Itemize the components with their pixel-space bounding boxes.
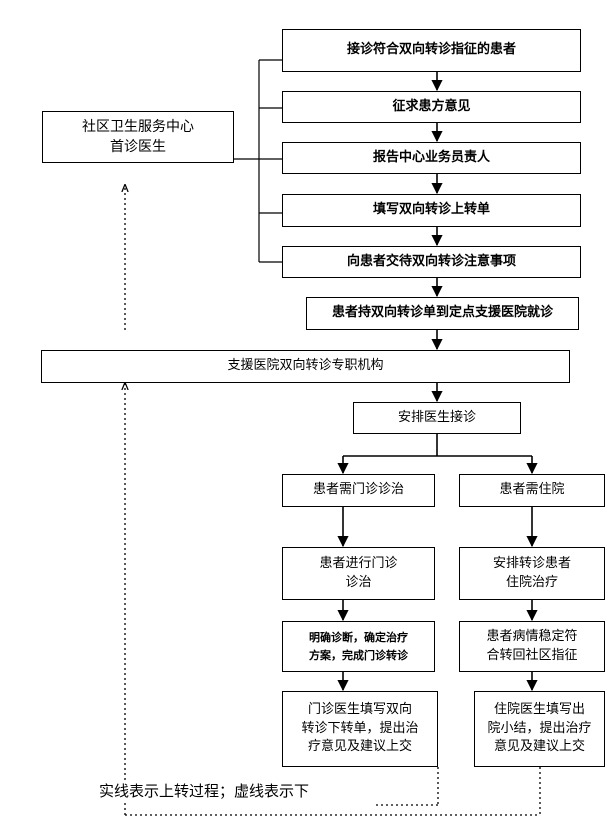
community-doctor-label: 首诊医生 [110, 139, 166, 155]
dotted-return-lines [125, 185, 541, 816]
step-receive-patient: 接诊符合双向转诊指征的患者 [282, 29, 581, 72]
inpatient-stable-box: 患者病情稳定符 合转回社区指征 [459, 621, 605, 672]
step-report-center: 报告中心业务员责人 [282, 142, 581, 174]
community-center-box: 社区卫生服务中心 首诊医生 [42, 111, 234, 163]
outpatient-need-box: 患者需门诊诊治 [282, 474, 435, 507]
inpatient-need-box: 患者需住院 [459, 474, 605, 507]
legend-note: 实线表示上转过程；虚线表示下 [97, 780, 312, 801]
step-visit-hospital: 患者持双向转诊单到定点支援医院就诊 [306, 297, 579, 330]
step-explain-notes: 向患者交待双向转诊注意事项 [282, 246, 581, 278]
hospital-referral-office-box: 支援医院双向转诊专职机构 [41, 350, 570, 383]
outpatient-treatment-box: 患者进行门诊 诊治 [282, 547, 435, 600]
main-chain-arrows [337, 72, 538, 692]
community-bracket [234, 59, 282, 263]
inpatient-admission-box: 安排转诊患者 住院治疗 [459, 547, 605, 600]
outpatient-downward-form-box: 门诊医生填写双向 转诊下转单，提出治 疗意见及建议上交 [282, 691, 438, 767]
arrange-doctor-box: 安排医生接诊 [353, 402, 521, 434]
outpatient-diagnosis-box: 明确诊断，确定治疗 方案，完成门诊转诊 [282, 621, 435, 672]
step-fill-upward-form: 填写双向转诊上转单 [282, 194, 581, 227]
step-seek-opinion: 征求患方意见 [282, 91, 581, 123]
community-center-label: 社区卫生服务中心 [82, 118, 194, 135]
inpatient-discharge-summary-box: 住院医生填写出 院小结，提出治疗 意见及建议上交 [474, 691, 605, 767]
